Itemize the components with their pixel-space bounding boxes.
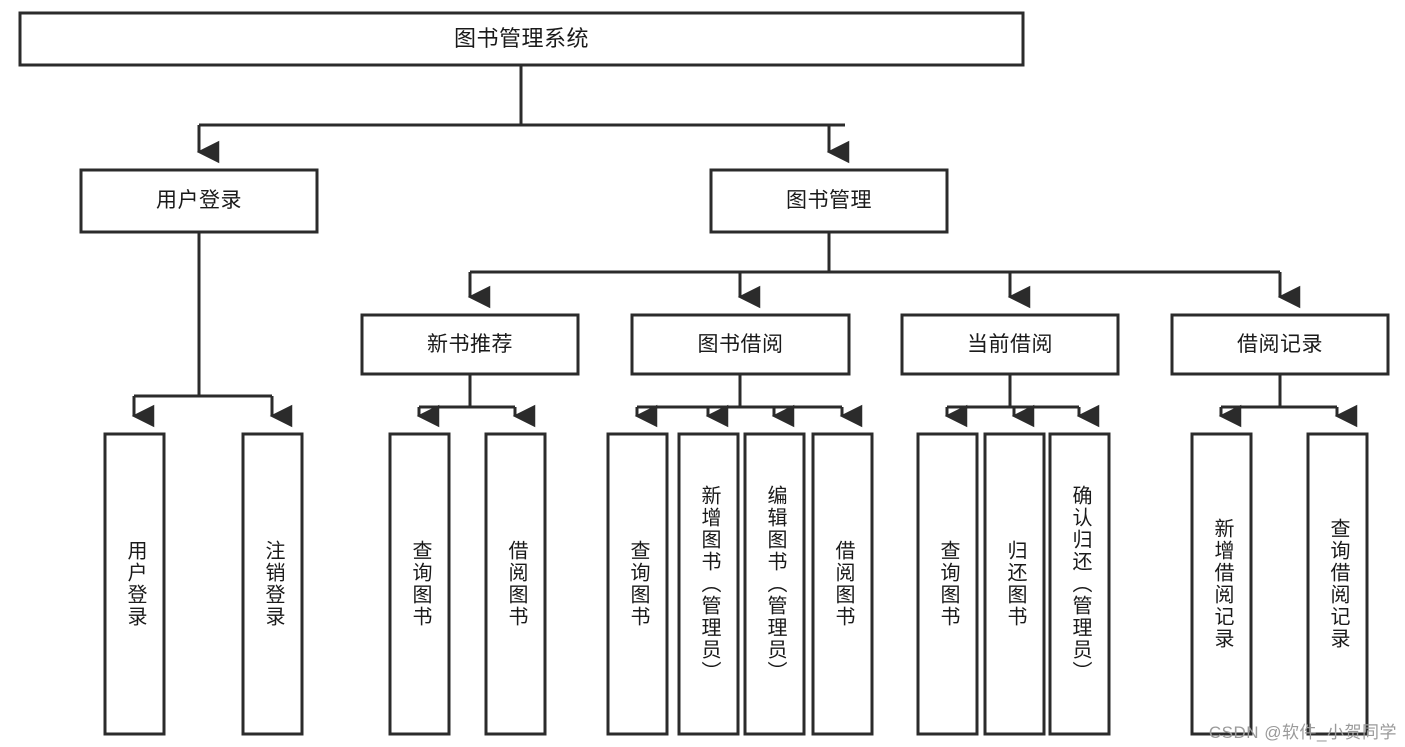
node-box-leaf-query-book-1 [388,432,451,736]
csdn-watermark: CSDN @软件_小贺同学 [1208,723,1397,742]
node-box-book-borrow [630,313,851,376]
node-box-leaf-add-record [1190,432,1253,736]
node-box-leaf-edit-book [743,432,806,736]
connector-bookmanage-to-level3 [467,232,1301,309]
node-box-leaf-query-book-2 [606,432,669,736]
node-box-book-manage [709,168,949,234]
connector-currentborrow-to-leaves [944,374,1100,428]
connector-userlogin-to-leaves [131,232,293,428]
node-box-leaf-borrow-book-1 [484,432,547,736]
connector-bookborrow-to-leaves [634,374,863,428]
connector-root-to-level2 [196,65,850,164]
node-box-leaf-return-book [983,432,1046,736]
node-box-leaf-logout [241,432,304,736]
node-box-leaf-confirm-return [1048,432,1111,736]
node-box-new-book-rec [360,313,580,376]
node-box-leaf-query-book-3 [916,432,979,736]
node-box-leaf-query-record [1306,432,1369,736]
node-box-current-borrow [900,313,1120,376]
connector-borrowrecord-to-leaves [1218,374,1358,428]
node-box-borrow-record [1170,313,1390,376]
node-box-leaf-user-login [103,432,166,736]
node-box-leaf-add-book [677,432,740,736]
node-box-root [18,11,1025,67]
node-box-user-login [79,168,319,234]
node-box-leaf-borrow-book-2 [811,432,874,736]
connector-newbook-to-leaves [416,374,536,428]
